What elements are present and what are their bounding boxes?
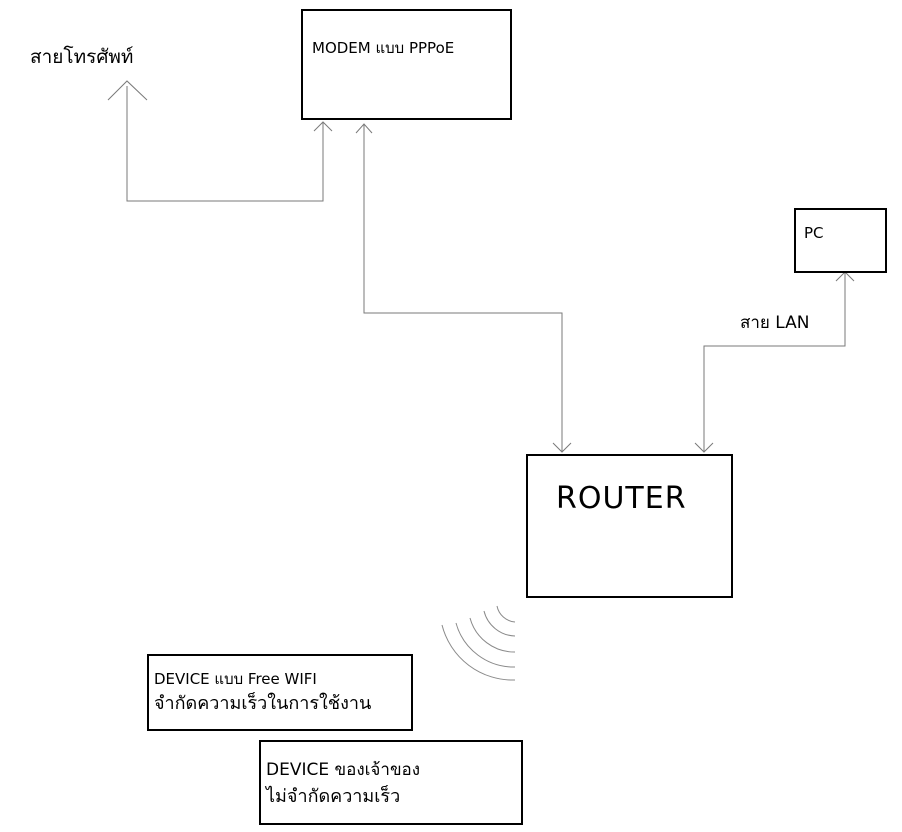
lan-connector [703,272,846,452]
modem-router-connector [363,124,563,452]
router-modem-arrowhead [552,442,572,453]
router-box: ROUTER [526,454,733,598]
modem-uplink-arrowhead [355,123,373,134]
pc-label: PC [804,224,824,242]
owner-device-line1: DEVICE ของเจ้าของ [266,760,421,780]
wifi-waves-icon [441,605,516,681]
phone-line-arrowhead [107,80,148,101]
modem-box: MODEM แบบ PPPoE [301,9,512,120]
router-lan-arrowhead [694,442,714,453]
free-wifi-device-line1: DEVICE แบบ Free WIFI [154,670,317,688]
phone-line-label: สายโทรศัพท์ [30,46,134,68]
free-wifi-device-box: DEVICE แบบ Free WIFI จำกัดความเร็วในการใ… [147,654,413,731]
lan-cable-label: สาย LAN [740,313,810,333]
free-wifi-device-line2: จำกัดความเร็วในการใช้งาน [154,693,372,714]
owner-device-box: DEVICE ของเจ้าของ ไม่จำกัดความเร็ว [259,740,523,825]
modem-label: MODEM แบบ PPPoE [312,39,455,57]
pc-box: PC [794,208,887,273]
owner-device-line2: ไม่จำกัดความเร็ว [266,786,401,807]
router-label: ROUTER [556,481,687,516]
phone-line-connector [126,86,324,202]
modem-phone-arrowhead [313,121,333,132]
